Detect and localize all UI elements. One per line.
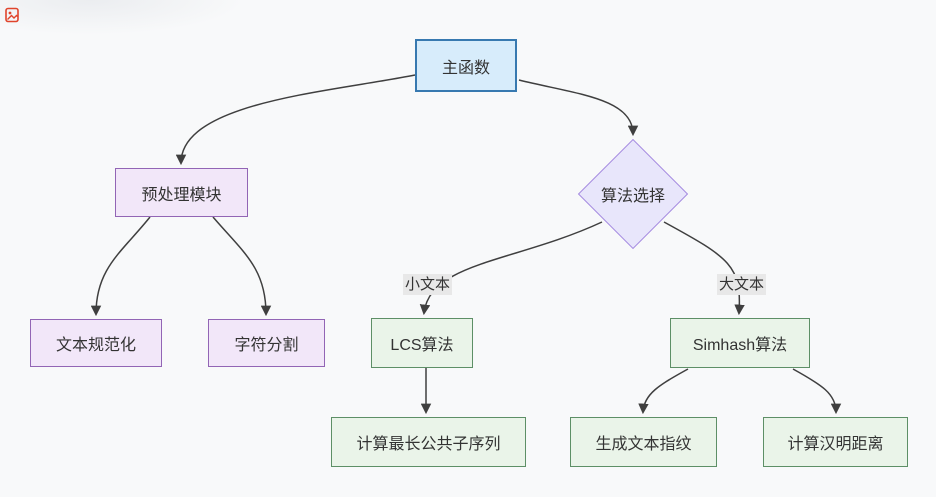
- node-preprocess-module-label: 预处理模块: [141, 186, 222, 204]
- node-simhash-algorithm-label: Simhash算法: [692, 337, 788, 354]
- node-algorithm-select: 算法选择: [577, 138, 689, 250]
- node-main-function-label: 主函数: [441, 59, 490, 77]
- edge-simhash-fingerprint: [638, 368, 689, 415]
- node-preprocess-module: 预处理模块: [115, 168, 248, 217]
- edge-simhash-hamming: [792, 368, 842, 415]
- node-simhash-algorithm: Simhash算法: [670, 318, 810, 368]
- edge-preprocess-segment: [212, 216, 272, 317]
- node-lcs-calc-label: 计算最长公共子序列: [356, 436, 501, 453]
- node-text-normalize-label: 文本规范化: [55, 337, 136, 354]
- node-lcs-calc: 计算最长公共子序列: [331, 417, 526, 467]
- node-hamming-distance-label: 计算汉明距离: [787, 436, 884, 453]
- node-hamming-distance: 计算汉明距离: [763, 417, 908, 467]
- edge-algoselect-simhash: [663, 221, 745, 316]
- edge-label-big-text: 大文本: [717, 274, 767, 295]
- node-char-segment: 字符分割: [208, 319, 325, 367]
- node-lcs-algorithm-label: LCS算法: [390, 337, 454, 354]
- node-text-fingerprint: 生成文本指纹: [570, 417, 717, 467]
- edge-preprocess-normalize: [90, 216, 151, 317]
- node-lcs-algorithm: LCS算法: [371, 318, 473, 368]
- node-text-normalize: 文本规范化: [30, 319, 162, 367]
- edge-main-algoselect: [518, 79, 639, 137]
- node-char-segment-label: 字符分割: [234, 337, 299, 354]
- edge-main-preprocess: [175, 74, 416, 166]
- node-algorithm-select-label: 算法选择: [600, 188, 665, 205]
- edge-label-small-text: 小文本: [403, 274, 453, 295]
- node-text-fingerprint-label: 生成文本指纹: [595, 436, 692, 453]
- edge-algoselect-lcs: [419, 221, 603, 316]
- broken-image-icon: [5, 7, 19, 23]
- node-main-function: 主函数: [415, 39, 517, 92]
